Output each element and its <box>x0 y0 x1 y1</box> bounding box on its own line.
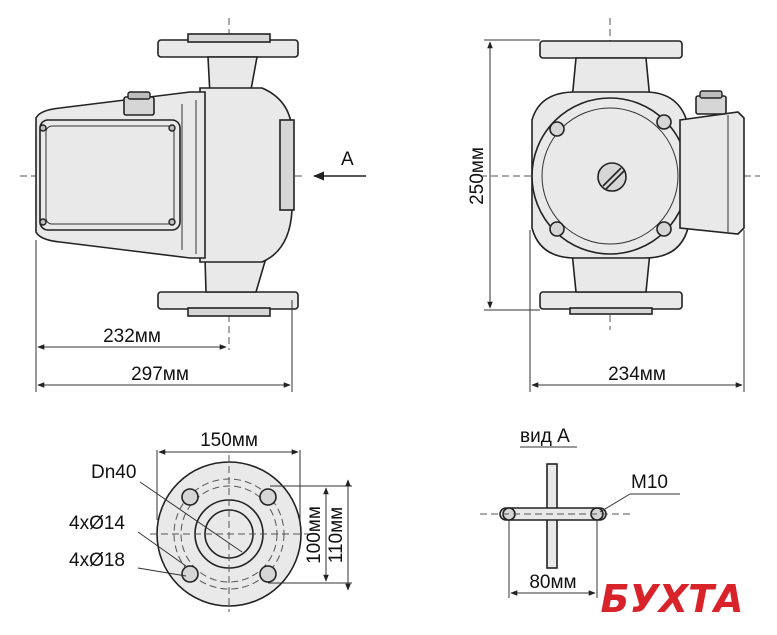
terminal-box <box>39 119 181 231</box>
dim-width: 234мм <box>608 364 666 385</box>
view-a: вид А M10 80мм <box>480 426 680 598</box>
thread-label: M10 <box>631 472 668 493</box>
front-top-flange <box>539 40 683 59</box>
view-arrow-letter: A <box>341 149 354 170</box>
top-flange-hub <box>187 33 271 43</box>
dim-length-short: 232мм <box>103 326 161 347</box>
dim-spacing: 80мм <box>529 572 576 593</box>
dim-height: 250мм <box>467 147 488 205</box>
pump-body <box>199 87 293 263</box>
watermark-text: БУХТА <box>601 577 744 621</box>
dim-flange-outer: 150мм <box>200 430 258 451</box>
bottom-flange-hub <box>187 307 271 317</box>
label-holes-large: 4xØ18 <box>69 550 125 571</box>
front-terminal-box <box>679 111 745 235</box>
flange-view: 150мм 100мм 110мм Dn40 4xØ14 4xØ18 <box>69 430 352 612</box>
label-holes-small: 4xØ14 <box>69 513 125 534</box>
front-bottom-flange <box>539 291 683 310</box>
watermark-logo: БУХТА <box>600 576 744 622</box>
view-a-title: вид А <box>520 426 570 447</box>
side-view: A 232мм 297мм <box>20 18 366 392</box>
dim-bolt-circle-large: 110мм <box>326 507 347 563</box>
bottom-flange <box>157 291 299 310</box>
dim-bolt-circle-small: 100мм <box>304 506 325 564</box>
label-dn: Dn40 <box>91 462 136 483</box>
front-view: 250мм 234мм <box>467 18 760 392</box>
pump-body-ring <box>279 119 295 211</box>
dim-length-total: 297мм <box>131 364 189 385</box>
bottom-neck <box>204 257 268 293</box>
